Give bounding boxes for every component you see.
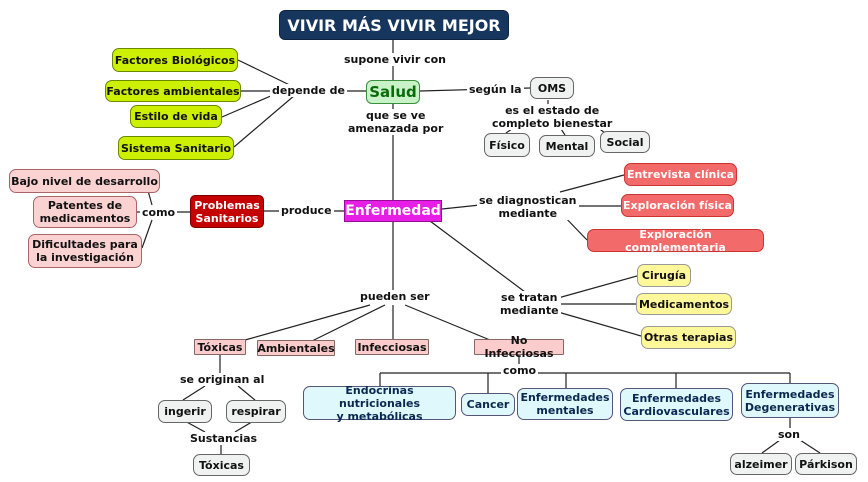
link-label-segun: según la <box>467 83 524 96</box>
node-enfermedades-cardiovasculares[interactable]: Enfermedades Cardiovasculares <box>620 388 733 421</box>
node-dificultades[interactable]: Dificultades para la investigación <box>28 234 142 268</box>
node-enfermedades-degenerativas[interactable]: Enfermedades Degenerativas <box>741 383 839 418</box>
map-title: VIVIR MÁS VIVIR MEJOR <box>279 10 509 40</box>
node-social[interactable]: Social <box>600 131 650 153</box>
node-medicamentos[interactable]: Medicamentos <box>636 293 732 315</box>
link-label-estado: es el estado de completo bienestar <box>490 104 615 130</box>
link-label-supone: supone vivir con <box>342 53 448 66</box>
node-infecciosas[interactable]: Infecciosas <box>355 339 429 355</box>
link-label-tratan: se tratan mediante <box>498 291 561 317</box>
link-label-como-tipos: como <box>501 364 539 377</box>
node-fisico[interactable]: Físico <box>484 133 530 157</box>
link-label-depende: depende de <box>270 84 347 97</box>
node-respirar[interactable]: respirar <box>226 400 286 423</box>
node-factores-ambientales[interactable]: Factores ambientales <box>105 80 241 102</box>
node-estilo-vida[interactable]: Estilo de vida <box>130 105 222 128</box>
node-ingerir[interactable]: ingerir <box>158 400 212 423</box>
node-cancer[interactable]: Cancer <box>461 393 515 416</box>
node-parkison[interactable]: Párkison <box>795 453 857 475</box>
node-bajo-nivel[interactable]: Bajo nivel de desarrollo <box>9 169 160 193</box>
link-label-amenazada: que se ve amenazada por <box>346 109 446 135</box>
node-no-infecciosas[interactable]: No Infecciosas <box>474 334 564 360</box>
node-exploracion-complementaria[interactable]: Exploración complementaria <box>587 228 764 254</box>
node-endocrinas[interactable]: Endocrinas nutricionales y metabólicas <box>303 384 456 423</box>
node-patentes[interactable]: Patentes de medicamentos <box>33 196 137 228</box>
node-factores-biologicos[interactable]: Factores Biológicos <box>112 48 238 72</box>
node-toxicas-sustancias[interactable]: Tóxicas <box>193 454 250 476</box>
node-mental[interactable]: Mental <box>539 135 595 157</box>
node-otras-terapias[interactable]: Otras terapias <box>641 326 736 349</box>
node-enfermedad[interactable]: Enfermedad <box>344 200 442 222</box>
link-label-produce: produce <box>279 204 334 217</box>
link-label-diagnostican: se diagnostican mediante <box>477 194 579 220</box>
node-sistema-sanitario[interactable]: Sistema Sanitario <box>118 136 234 160</box>
node-entrevista-clinica[interactable]: Entrevista clínica <box>624 163 737 186</box>
node-ambientales[interactable]: Ambientales <box>257 340 335 356</box>
node-salud[interactable]: Salud <box>366 80 420 104</box>
link-label-pueden: pueden ser <box>358 290 432 303</box>
link-label-sustancias: Sustancias <box>188 432 260 445</box>
node-enfermedades-mentales[interactable]: Enfermedades mentales <box>517 388 613 420</box>
link-label-originan: se originan al <box>178 373 267 386</box>
link-label-son: son <box>776 428 802 441</box>
node-problemas-sanitarios[interactable]: Problemas Sanitarios <box>190 195 264 228</box>
node-toxicas[interactable]: Tóxicas <box>194 339 246 355</box>
node-cirugia[interactable]: Cirugía <box>637 264 691 287</box>
node-exploracion-fisica[interactable]: Exploración física <box>621 194 734 217</box>
node-oms[interactable]: OMS <box>530 77 574 99</box>
link-label-como-problemas: como <box>140 206 178 219</box>
node-alzeimer[interactable]: alzeimer <box>730 453 792 475</box>
